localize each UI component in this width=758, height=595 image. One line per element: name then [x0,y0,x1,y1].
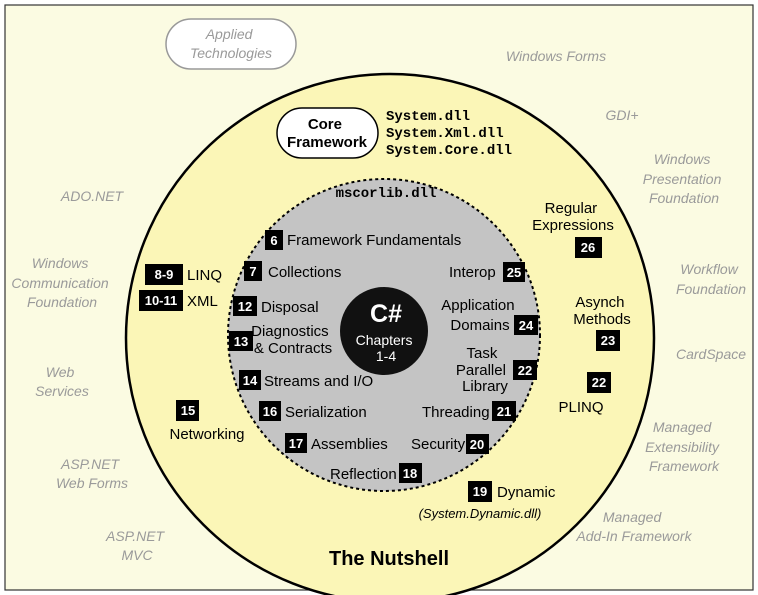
linq-chapter-badge [145,264,183,285]
security-label: Security [411,436,466,453]
plinq-label: PLINQ [558,399,603,416]
linq-label: LINQ [187,267,222,284]
gdi-label: GDI+ [605,107,638,123]
threading-chapter-badge [492,401,516,421]
workflow-label: Workflow Foundation [676,261,746,297]
plinq-chapter-num: 22 [592,375,606,390]
regex-chapter-badge [575,237,602,258]
xml-label: XML [187,293,218,310]
nutshell-title: The Nutshell [329,548,449,570]
adonet-label: ADO.NET [60,188,125,204]
cardspace-label: CardSpace [676,346,746,362]
interop-label: Interop [449,264,496,281]
tpl-label: Task Parallel Library [456,345,510,395]
streams-label: Streams and I/O [264,373,373,390]
mscorlib-label: mscorlib.dll [336,186,437,202]
tpl-chapter-badge [513,360,537,380]
threading-label: Threading [422,404,490,421]
appdomains-chapter-num: 24 [519,318,534,333]
plinq-chapter-badge [587,372,611,393]
assemblies-label: Assemblies [311,436,388,453]
regex-chapter-num: 26 [581,240,595,255]
appdomains-label: Application Domains [441,297,519,334]
disposal-chapter-badge [233,296,257,316]
reflection-label: Reflection [330,466,397,483]
networking-chapter-badge [176,400,199,421]
diagnostics-label: Diagnostics & Contracts [251,323,333,357]
aspnet-webforms-label: ASP.NET Web Forms [56,456,128,491]
wcf-label: Windows Communication Foundation [11,255,112,310]
dynamic-chapter-badge [468,481,492,502]
web-services-label: Web Services [35,364,89,399]
disposal-chapter-num: 12 [238,299,252,314]
dynamic-label: Dynamic [497,484,556,501]
reflection-chapter-num: 18 [403,466,417,481]
linq-chapter-num: 8-9 [155,267,174,282]
xml-chapter-num: 10-11 [145,293,178,308]
mef-label: Managed Extensibility Framework [645,419,723,474]
streams-chapter-badge [239,370,261,390]
windows-forms-label: Windows Forms [506,48,606,64]
dynamic-dll-label: (System.Dynamic.dll) [419,506,542,521]
regex-label: Regular Expressions [532,200,614,234]
csharp-chapters: Chapters 1-4 [356,332,417,364]
assemblies-chapter-badge [285,433,307,453]
serialization-chapter-num: 16 [263,404,277,419]
reflection-chapter-badge [399,463,422,483]
collections-chapter-num: 7 [249,264,256,279]
csharp-title: C# [370,300,402,328]
diagnostics-chapter-num: 13 [234,334,248,349]
networking-chapter-num: 15 [181,403,195,418]
async-label: Asynch Methods [573,294,631,328]
async-chapter-badge [596,330,620,351]
collections-label: Collections [268,264,341,281]
assemblies-chapter-num: 17 [289,436,303,451]
security-chapter-num: 20 [470,437,484,452]
disposal-label: Disposal [261,299,319,316]
fundamentals-chapter-num: 6 [270,233,277,248]
diagnostics-chapter-badge [229,331,253,351]
threading-chapter-num: 21 [497,404,511,419]
core-framework-pill [276,107,379,159]
xml-chapter-badge [139,290,183,311]
fundamentals-label: Framework Fundamentals [287,232,461,249]
interop-chapter-num: 25 [507,265,521,280]
addin-label: Managed Add-In Framework [575,509,692,544]
collections-chapter-badge [244,261,262,281]
aspnet-mvc-label: ASP.NET MVC [105,528,168,563]
applied-tech-pill [165,18,297,70]
interop-chapter-badge [503,262,525,282]
fundamentals-chapter-badge [265,230,283,250]
serialization-chapter-badge [259,401,281,421]
core-dll-list: System.dll System.Xml.dll System.Core.dl… [386,109,512,159]
async-chapter-num: 23 [601,333,615,348]
dynamic-chapter-num: 19 [473,484,487,499]
wpf-label: Windows Presentation Foundation [643,151,726,206]
tpl-chapter-num: 22 [518,363,532,378]
csharp-core-circle [340,287,428,375]
streams-chapter-num: 14 [243,373,258,388]
core-framework-label: Core Framework [287,116,368,151]
networking-label: Networking [169,426,244,443]
serialization-label: Serialization [285,404,367,421]
applied-tech-label: Applied Technologies [190,26,272,61]
appdomains-chapter-badge [514,315,538,335]
security-chapter-badge [466,434,489,454]
